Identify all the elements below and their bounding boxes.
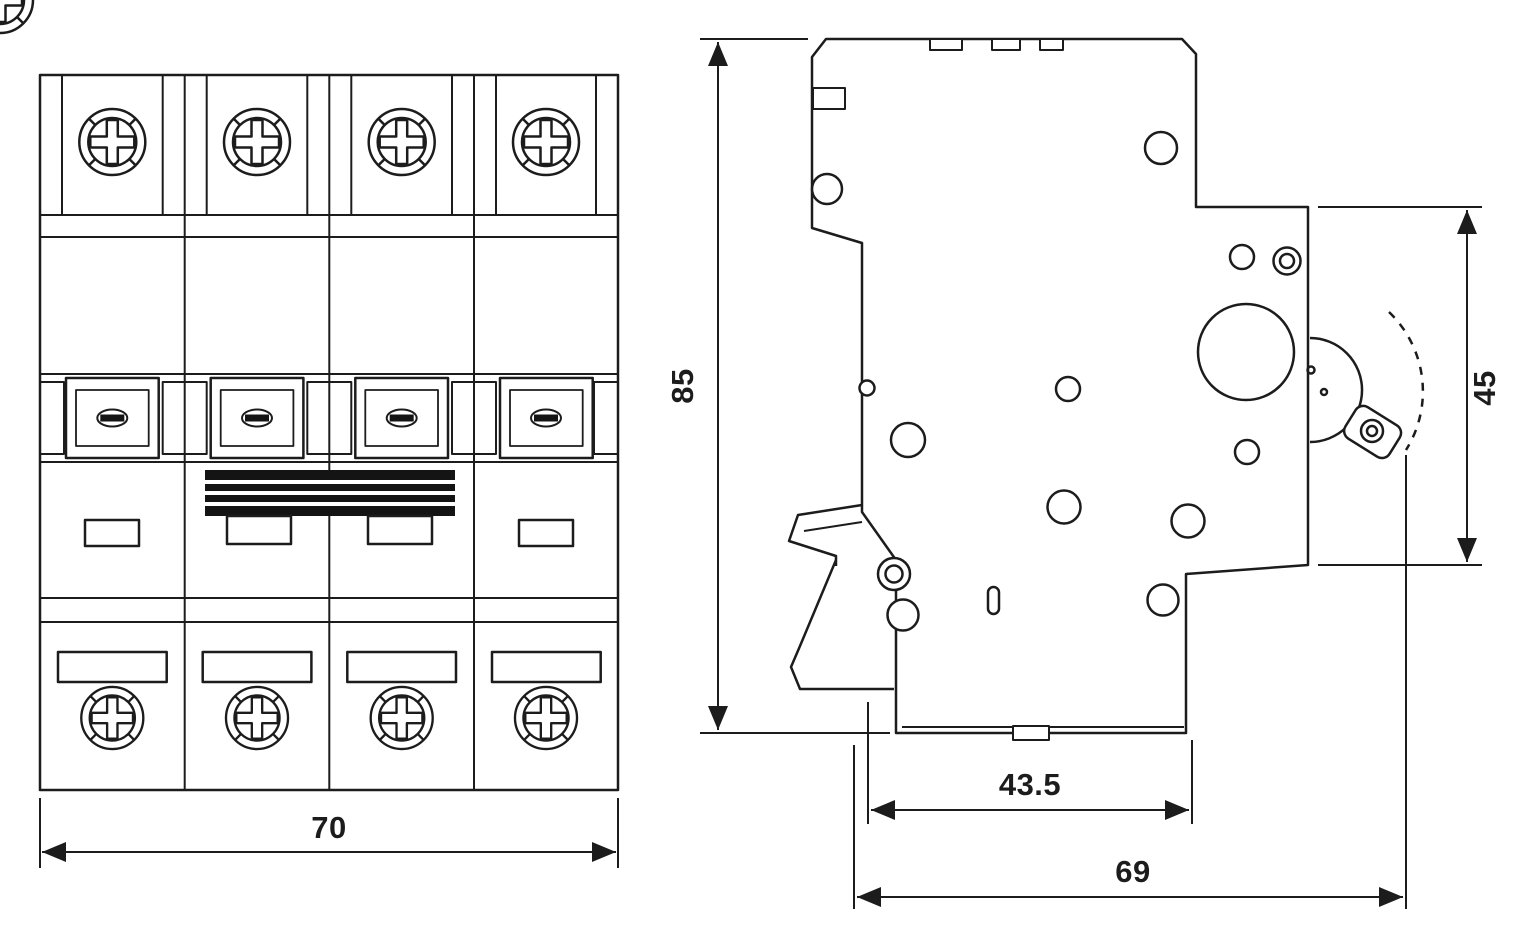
bottom-notch (1012, 725, 1050, 741)
housing-seams (40, 214, 618, 623)
dim-label-handle-depth: 45 (1467, 370, 1502, 405)
terminal-block (64, 376, 160, 460)
pole-dividers (183, 75, 475, 790)
terminal-block (354, 376, 450, 460)
terminal-clamp-row (39, 376, 619, 460)
side-body-outline (810, 37, 1310, 735)
phillips-screw (0, 0, 35, 35)
rivet-holes (810, 130, 1302, 632)
dimension-side-height: 85 (665, 38, 890, 734)
dimension-body-depth: 43.5 (867, 702, 1193, 824)
latch-mechanism (1306, 311, 1425, 460)
label-plate (812, 87, 846, 110)
indicator-slot (986, 585, 1001, 616)
dimension-front-width: 70 (39, 798, 619, 868)
dimension-total-depth: 69 (853, 455, 1407, 909)
terminal-block (209, 376, 305, 460)
din-rail-clip (787, 503, 894, 691)
toggle-handle-bar (205, 470, 455, 516)
dim-label-front-width: 70 (311, 810, 346, 845)
dimensions: 70 85 45 43.5 69 (39, 38, 1502, 909)
top-section-ribs (61, 75, 597, 215)
dim-label-side-height: 85 (665, 368, 700, 403)
front-view (0, 0, 620, 792)
latch-travel-arc (1388, 311, 1425, 451)
dim-label-total-depth: 69 (1115, 854, 1150, 889)
dim-label-body-depth: 43.5 (999, 767, 1061, 802)
side-view (787, 37, 1425, 741)
dimension-handle-depth: 45 (1318, 206, 1502, 566)
handle-windows (83, 514, 575, 548)
bottom-terminal-openings (56, 650, 602, 684)
terminal-block (498, 376, 594, 460)
handle-shaft-hole (1196, 302, 1296, 402)
top-vent-slots (929, 38, 1064, 51)
